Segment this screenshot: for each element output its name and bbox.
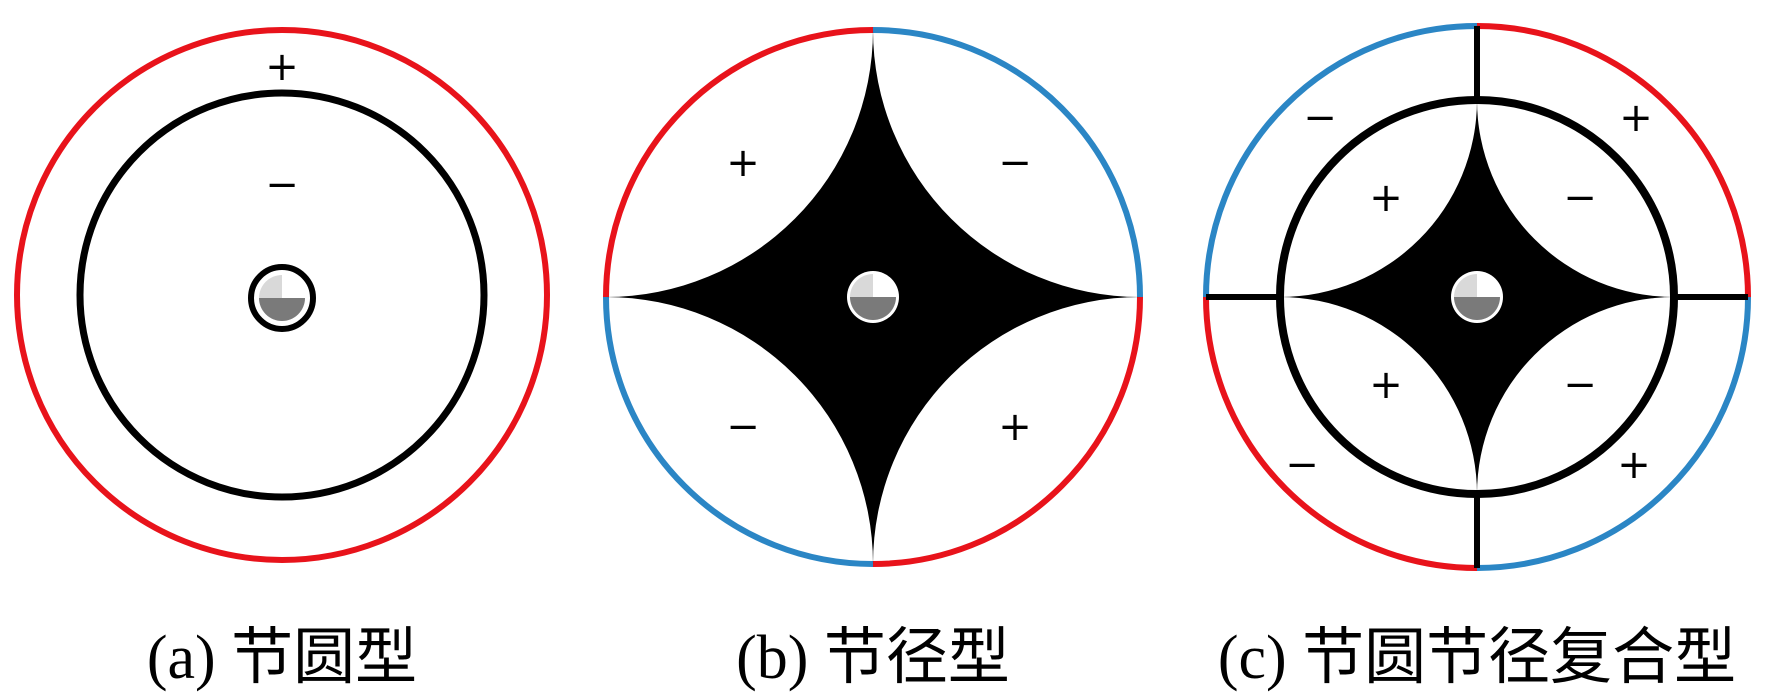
rim-arc-top-left-negative xyxy=(1203,23,1478,298)
rim-arc-top-left-positive xyxy=(603,27,874,298)
rim-arc-top-right-positive xyxy=(1476,23,1751,298)
sign-top-right: − xyxy=(998,140,1032,186)
sign-inner-disk: − xyxy=(265,162,299,208)
hub-icon xyxy=(847,271,899,323)
sign-outer-bottom-right: + xyxy=(1617,442,1651,488)
nodal-circle xyxy=(76,89,488,501)
sign-inner-bottom-left: + xyxy=(1369,362,1403,408)
sign-outer-bottom-left: − xyxy=(1285,442,1319,488)
caption-b: (b) 节径型 xyxy=(736,624,1010,692)
rim-arc-top-right-negative xyxy=(872,27,1143,298)
sign-bottom-right: + xyxy=(998,404,1032,450)
sign-outer-ring: + xyxy=(265,44,299,90)
hub-icon xyxy=(1451,271,1503,323)
sign-bottom-left: − xyxy=(726,404,760,450)
rim-arc-bottom-left-positive xyxy=(1203,296,1478,571)
panel-b-nodal-diameter-mode: + − − + (b) 节径型 xyxy=(603,27,1143,692)
rim-arc-bottom-left-negative xyxy=(603,296,874,567)
sign-top-left: + xyxy=(726,140,760,186)
panel-a-nodal-circle-mode: + − (a) 节圆型 xyxy=(14,27,550,692)
hub-icon xyxy=(248,264,316,332)
sign-outer-top-right: + xyxy=(1619,95,1653,141)
sign-outer-top-left: − xyxy=(1303,95,1337,141)
sign-inner-top-right: − xyxy=(1563,175,1597,221)
nodal-circle xyxy=(1276,96,1678,498)
outer-rim-positive xyxy=(14,27,550,563)
caption-a: (a) 节圆型 xyxy=(147,624,417,692)
sign-inner-bottom-right: − xyxy=(1563,362,1597,408)
sign-inner-top-left: + xyxy=(1369,175,1403,221)
rim-arc-bottom-right-positive xyxy=(872,296,1143,567)
caption-c: (c) 节圆节径复合型 xyxy=(1218,624,1736,692)
rim-arc-bottom-right-negative xyxy=(1476,296,1751,571)
panel-c-combined-mode: − + − + + − + − (c) 节圆节径复合型 xyxy=(1203,23,1751,692)
